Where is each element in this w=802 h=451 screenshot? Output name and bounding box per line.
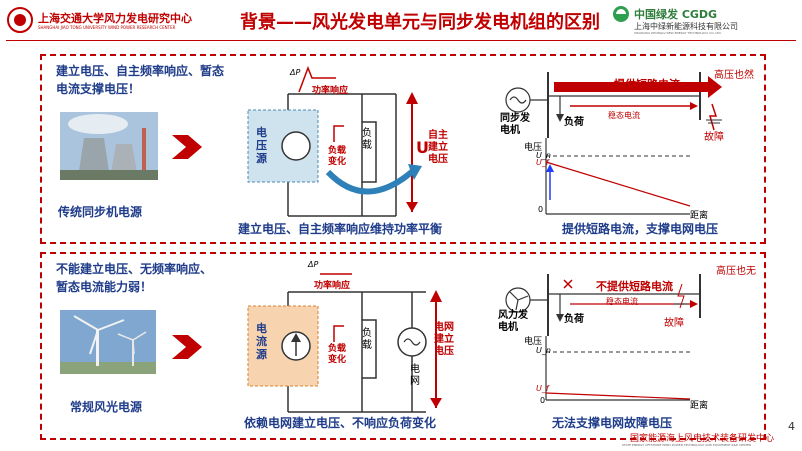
partner-company: 上海中绿新能源科技有限公司 bbox=[634, 22, 738, 31]
bottom-grid-voltage: 电网建立电压 bbox=[434, 322, 454, 357]
bottom-source-caption: 常规风光电源 bbox=[70, 400, 143, 414]
top-source-caption: 传统同步机电源 bbox=[58, 205, 143, 219]
university-seal-icon bbox=[7, 7, 33, 33]
top-delta-p: ΔP bbox=[290, 68, 301, 77]
logo-text: 上海交通大学风力发电研究中心 bbox=[38, 12, 192, 25]
top-load-label: 负荷 bbox=[564, 117, 584, 128]
bottom-delta-p: ΔP bbox=[308, 260, 319, 269]
top-u-label: U bbox=[416, 138, 429, 157]
top-source-label: 电压源 bbox=[256, 126, 267, 165]
top-uf-label: U_f bbox=[536, 158, 549, 167]
bottom-fault-diagram bbox=[505, 274, 701, 401]
wind-turbine-photo bbox=[60, 310, 156, 374]
bottom-un-label: U_n bbox=[536, 346, 551, 355]
top-zero-label: 0 bbox=[538, 205, 544, 214]
top-circuit-diagram bbox=[247, 65, 422, 217]
bottom-uf-label: U_f bbox=[536, 384, 549, 393]
bottom-source-label: 电流源 bbox=[256, 322, 267, 361]
bottom-fault-label: 故障 bbox=[664, 318, 684, 329]
top-steady-current-label: 稳态电流 bbox=[608, 111, 640, 120]
top-fault-caption: 提供短路电流，支撑电网电压 bbox=[562, 222, 719, 236]
top-fault-label: 故障 bbox=[704, 132, 724, 143]
partner-company-en: SHANGHAI ZHONGLV NEW ENERGY TECHNOLOGY C… bbox=[634, 31, 722, 35]
power-plant-photo bbox=[60, 112, 158, 180]
bottom-load: 负载 bbox=[362, 328, 372, 351]
top-features: 建立电压、自主频率响应、暂态电流支撑电压！ bbox=[56, 64, 225, 96]
bottom-high-voltage-note: 高压也无 bbox=[716, 266, 756, 277]
top-un-label: U_n bbox=[536, 151, 551, 160]
top-circuit-caption: 建立电压、自主频率响应维持功率平衡 bbox=[238, 222, 443, 236]
bottom-voltage-axis-label: 电压 bbox=[524, 337, 543, 347]
bottom-generator-label: 风力发电机 bbox=[498, 310, 528, 333]
bottom-steady-current-label: 稳态电流 bbox=[606, 297, 638, 306]
top-short-circuit-label: 提供短路电流 bbox=[614, 78, 680, 91]
footer-org-en: STATE ENERGY OFFSHORE WIND POWER TECHNOL… bbox=[622, 443, 752, 447]
top-autonomous-voltage: 自主建立电压 bbox=[428, 130, 448, 165]
top-distance-label: 距离 bbox=[690, 211, 709, 221]
bottom-distance-label: 距离 bbox=[690, 401, 709, 411]
bottom-circuit-diagram bbox=[247, 273, 442, 413]
top-high-voltage-note: 高压也然 bbox=[714, 70, 754, 81]
page-number: 4 bbox=[788, 420, 795, 433]
bottom-features: 不能建立电压、无频率响应、暂态电流能力弱！ bbox=[56, 262, 213, 294]
footer-org: 国家能源海上风电技术装备研发中心 bbox=[630, 434, 775, 444]
bottom-zero-label: 0 bbox=[540, 396, 546, 405]
bottom-fault-caption: 无法支撑电网故障电压 bbox=[552, 416, 673, 430]
top-generator-label: 同步发电机 bbox=[500, 113, 530, 136]
page-title: 背景——风光发电单元与同步发电机组的区别 bbox=[240, 12, 600, 33]
bottom-circuit-caption: 依赖电网建立电压、不响应负荷变化 bbox=[244, 416, 437, 430]
header-rule bbox=[6, 40, 796, 41]
top-voltage-axis-label: 电压 bbox=[524, 143, 543, 153]
bottom-grid: 电网 bbox=[410, 364, 420, 387]
cgdg-logo-icon bbox=[613, 6, 629, 22]
bottom-short-circuit-label: 不提供短路电流 bbox=[596, 280, 673, 293]
top-power-response: 功率响应 bbox=[312, 86, 349, 96]
top-chevron-arrow bbox=[172, 135, 202, 159]
top-load-change: 负载变化 bbox=[328, 146, 347, 167]
header-logo: 上海交通大学风力发电研究中心 SHANGHAI JIAO TONG UNIVER… bbox=[6, 6, 206, 36]
bottom-load-change: 负载变化 bbox=[328, 344, 347, 365]
partner-logo: 中国绿发 CGDG 上海中绿新能源科技有限公司 SHANGHAI ZHONGLV… bbox=[612, 4, 798, 38]
top-load: 负载 bbox=[362, 128, 372, 151]
logo-subtext: SHANGHAI JIAO TONG UNIVERSITY WIND POWER… bbox=[38, 25, 176, 30]
partner-name: 中国绿发 CGDG bbox=[634, 8, 718, 21]
top-fault-diagram bbox=[505, 72, 722, 215]
bottom-load-label: 负荷 bbox=[564, 314, 584, 325]
bottom-power-response: 功率响应 bbox=[314, 281, 351, 291]
bottom-chevron-arrow bbox=[172, 335, 202, 359]
